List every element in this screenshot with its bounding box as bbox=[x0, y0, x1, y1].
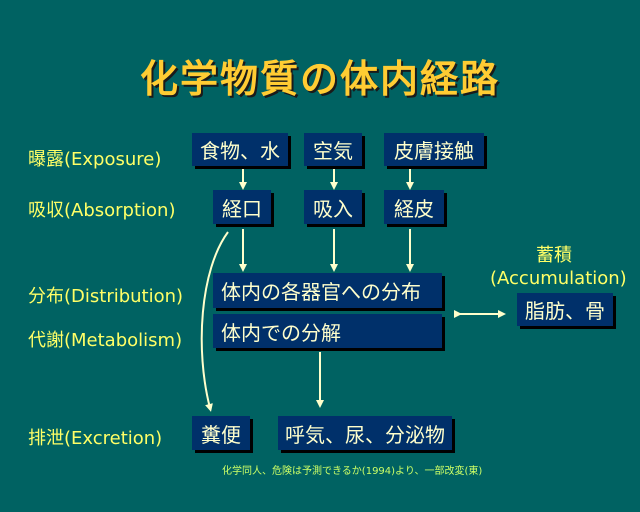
box-breath-urine: 呼気、尿、分泌物 bbox=[278, 416, 452, 450]
stage-excretion: 排泄(Excretion) bbox=[28, 428, 163, 449]
stage-absorption: 吸収(Absorption) bbox=[28, 200, 176, 221]
source-citation: 化学同人、危険は予測できるか(1994)より、一部改変(東) bbox=[222, 466, 483, 477]
arrow-oral-feces-curve bbox=[200, 231, 229, 412]
stage-exposure: 曝露(Exposure) bbox=[28, 149, 162, 170]
accumulation-english: (Accumulation) bbox=[490, 268, 627, 289]
stage-distribution: 分布(Distribution) bbox=[28, 286, 184, 307]
box-inhalation: 吸入 bbox=[304, 190, 362, 224]
box-distribution-organs: 体内の各器官への分布 bbox=[213, 273, 442, 308]
box-dermal: 経皮 bbox=[384, 190, 444, 224]
accumulation-label: 蓄積 bbox=[536, 245, 572, 266]
box-food-water: 食物、水 bbox=[192, 133, 288, 166]
box-decomposition: 体内での分解 bbox=[213, 314, 442, 348]
box-air: 空気 bbox=[304, 133, 362, 166]
box-skin-contact: 皮膚接触 bbox=[384, 133, 484, 166]
box-feces: 糞便 bbox=[192, 416, 250, 450]
slide-title: 化学物質の体内経路 bbox=[139, 57, 500, 101]
stage-metabolism: 代謝(Metabolism) bbox=[28, 330, 183, 351]
box-oral: 経口 bbox=[213, 190, 271, 224]
box-fat-bone: 脂肪、骨 bbox=[517, 293, 613, 326]
